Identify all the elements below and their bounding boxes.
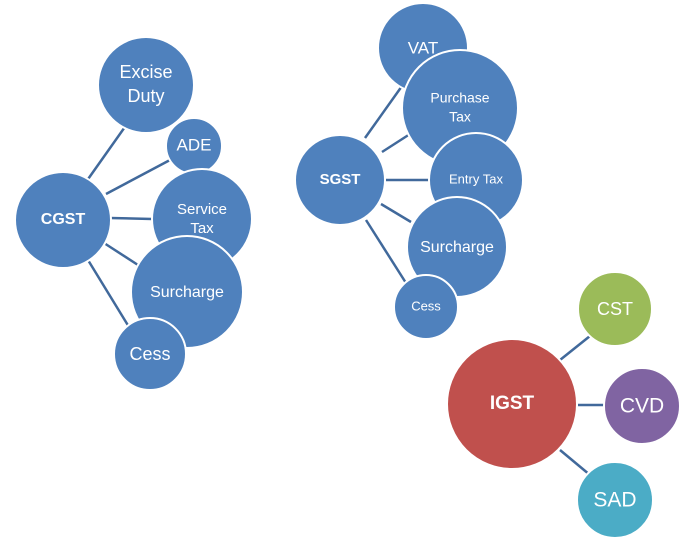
node-cgst: CGST — [14, 171, 112, 269]
node-excise-duty-circle — [97, 36, 195, 134]
node-service-tax-label-2: Tax — [190, 220, 214, 237]
node-surcharge-cgst-label: Surcharge — [150, 284, 224, 301]
node-igst-label: IGST — [490, 393, 535, 414]
node-excise-duty-label-1: Excise — [119, 62, 172, 82]
node-sgst: SGST — [294, 134, 386, 226]
node-cess-cgst: Cess — [113, 317, 187, 391]
node-cst: CST — [577, 271, 653, 347]
cgst-group: CGST Excise Duty ADE Service Tax Surchar… — [14, 36, 253, 391]
node-sad-circle — [576, 461, 654, 539]
node-sad: SAD — [576, 461, 654, 539]
node-cgst-label: CGST — [41, 211, 86, 228]
node-sgst-label: SGST — [320, 171, 361, 188]
node-surcharge-sgst-label: Surcharge — [420, 239, 494, 256]
node-sad-label: SAD — [593, 489, 636, 512]
sgst-group: SGST VAT Purchase Tax Entry Tax Surcharg… — [294, 2, 524, 340]
edge-cgst-ade — [105, 158, 171, 196]
node-cess-cgst-label: Cess — [129, 344, 170, 364]
edge-sgst-purchase-tax — [381, 132, 411, 154]
node-vat-label: VAT — [408, 38, 439, 57]
node-igst-circle — [446, 338, 578, 470]
node-purchase-tax-label-2: Tax — [449, 109, 471, 125]
edge-cgst-excise-duty — [84, 123, 129, 183]
igst-group: IGST CST CVD SAD — [446, 271, 681, 539]
igst-edges — [559, 335, 604, 476]
node-sgst-circle — [294, 134, 386, 226]
node-excise-duty: Excise Duty — [97, 36, 195, 134]
node-ade-label: ADE — [177, 135, 212, 154]
node-excise-duty-label-2: Duty — [127, 86, 164, 106]
node-igst: IGST — [446, 338, 578, 470]
node-service-tax-label-1: Service — [177, 201, 227, 218]
edge-igst-sad — [559, 449, 591, 476]
edge-sgst-vat — [363, 85, 404, 139]
edge-sgst-cess — [364, 219, 408, 284]
edge-igst-cst — [559, 335, 591, 361]
node-cvd-circle — [603, 367, 681, 445]
sgst-edges — [363, 85, 430, 284]
node-cgst-circle — [14, 171, 112, 269]
node-ade: ADE — [165, 117, 223, 175]
node-cess-sgst-label: Cess — [411, 298, 441, 313]
edge-cgst-cess — [86, 259, 131, 328]
node-cvd-label: CVD — [620, 395, 664, 418]
node-entry-tax-label: Entry Tax — [449, 171, 503, 186]
edge-cgst-surcharge — [103, 241, 139, 267]
cgst-edges — [84, 123, 171, 328]
node-cst-circle — [577, 271, 653, 347]
node-cess-cgst-circle — [113, 317, 187, 391]
edge-sgst-surcharge — [380, 202, 412, 224]
node-cst-label: CST — [597, 299, 633, 319]
node-cess-sgst-circle — [393, 274, 459, 340]
node-cvd: CVD — [603, 367, 681, 445]
edge-cgst-service-tax — [109, 216, 153, 221]
node-purchase-tax-label-1: Purchase — [430, 90, 489, 106]
node-cess-sgst: Cess — [393, 274, 459, 340]
